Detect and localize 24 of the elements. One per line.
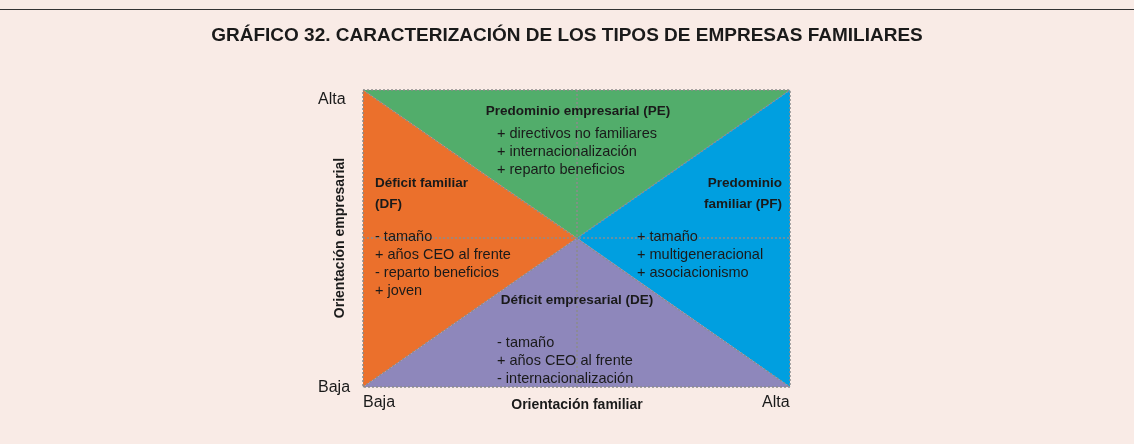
- attribute-item: + reparto beneficios: [497, 160, 626, 178]
- attribute-item: - tamaño: [497, 333, 556, 351]
- region-heading: Déficit familiar (DF): [375, 174, 470, 213]
- attribute-item: + asociacionismo: [637, 263, 750, 281]
- attribute-item: + tamaño: [637, 227, 699, 245]
- attribute-item: + años CEO al frente: [497, 351, 634, 369]
- axis-title: Orientación familiar: [511, 396, 643, 412]
- attribute-item: - tamaño: [375, 227, 434, 245]
- axis-tick-label: Baja: [363, 393, 396, 411]
- axis-tick-label: Alta: [318, 90, 346, 108]
- attribute-item: + directivos no familiares: [497, 124, 658, 142]
- axis-tick-label: Alta: [762, 393, 790, 411]
- attribute-item: + internacionalización: [497, 142, 638, 160]
- attribute-item: - internacionalización: [497, 369, 635, 387]
- attribute-item: + años CEO al frente: [375, 245, 512, 263]
- region-heading: Predominio empresarial (PE): [484, 102, 672, 120]
- attribute-item: + multigeneracional: [637, 245, 765, 263]
- region-heading: Déficit empresarial (DE): [499, 291, 655, 309]
- region-heading: Predominio familiar (PF): [703, 174, 782, 213]
- chart-title: GRÁFICO 32. CARACTERIZACIÓN DE LOS TIPOS DE EMPRESAS FAMILIARES: [210, 24, 924, 46]
- axis-tick-label: Baja: [318, 378, 351, 396]
- attribute-item: - reparto beneficios: [375, 263, 501, 281]
- axis-title: Orientación empresarial: [331, 157, 347, 319]
- attribute-item: + joven: [375, 281, 424, 299]
